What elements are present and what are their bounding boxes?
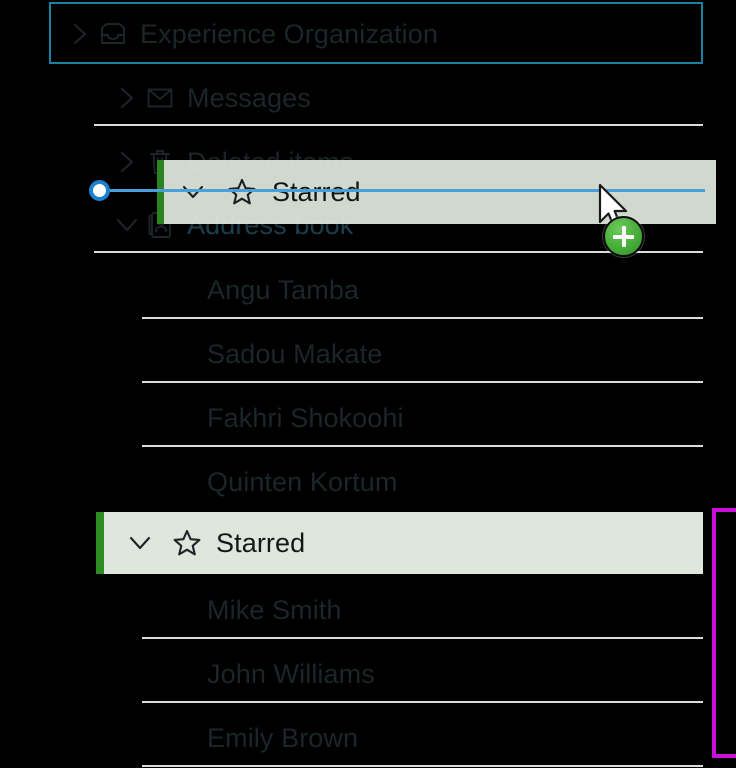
plus-badge-icon: [603, 216, 644, 257]
contact-row[interactable]: Mike Smith: [0, 590, 736, 630]
tree-row-messages-label: Messages: [187, 82, 311, 113]
contact-row[interactable]: Sadou Makate: [0, 334, 736, 374]
chevron-right-icon[interactable]: [113, 84, 141, 112]
star-icon: [226, 176, 258, 208]
drop-handle-dot-icon: [89, 180, 110, 201]
chevron-down-icon[interactable]: [126, 529, 154, 557]
contact-name: Angu Tamba: [207, 274, 360, 305]
chevron-down-icon: [178, 177, 208, 207]
contact-name: Quinten Kortum: [207, 466, 398, 497]
row-divider: [94, 124, 703, 126]
contact-name: John Williams: [207, 658, 375, 689]
row-divider: [142, 381, 703, 383]
row-divider: [142, 765, 703, 767]
selection-accent-bar: [96, 512, 104, 574]
chevron-down-icon[interactable]: [113, 211, 141, 239]
row-divider: [142, 637, 703, 639]
row-divider: [142, 317, 703, 319]
contact-row[interactable]: Angu Tamba: [0, 270, 736, 310]
drag-ghost-starred: Starred: [157, 160, 716, 224]
row-divider: [142, 701, 703, 703]
tree-row-messages[interactable]: Messages: [0, 78, 736, 118]
drop-indicator-line: [99, 189, 705, 192]
contact-row[interactable]: John Williams: [0, 654, 736, 694]
tree-row-root-label: Experience Organization: [140, 18, 438, 49]
tree-row-root[interactable]: Experience Organization: [0, 14, 736, 54]
contact-name: Fakhri Shokoohi: [207, 402, 404, 433]
contact-row[interactable]: Emily Brown: [0, 718, 736, 758]
contact-row[interactable]: Quinten Kortum: [0, 462, 736, 502]
tree-row-starred-label: Starred: [216, 527, 306, 558]
chevron-right-icon[interactable]: [66, 20, 94, 48]
contact-name: Sadou Makate: [207, 338, 383, 369]
inbox-tray-icon: [98, 19, 128, 49]
row-divider: [142, 445, 703, 447]
tree-row-starred[interactable]: Starred: [96, 512, 703, 574]
chevron-right-icon[interactable]: [113, 148, 141, 176]
row-divider: [94, 251, 703, 253]
star-icon: [172, 528, 202, 558]
contact-name: Mike Smith: [207, 594, 342, 625]
contact-name: Emily Brown: [207, 722, 359, 753]
drag-ghost-accent-bar: [157, 160, 164, 224]
drag-ghost-label: Starred: [272, 176, 361, 207]
contact-row[interactable]: Fakhri Shokoohi: [0, 398, 736, 438]
envelope-icon: [145, 83, 175, 113]
